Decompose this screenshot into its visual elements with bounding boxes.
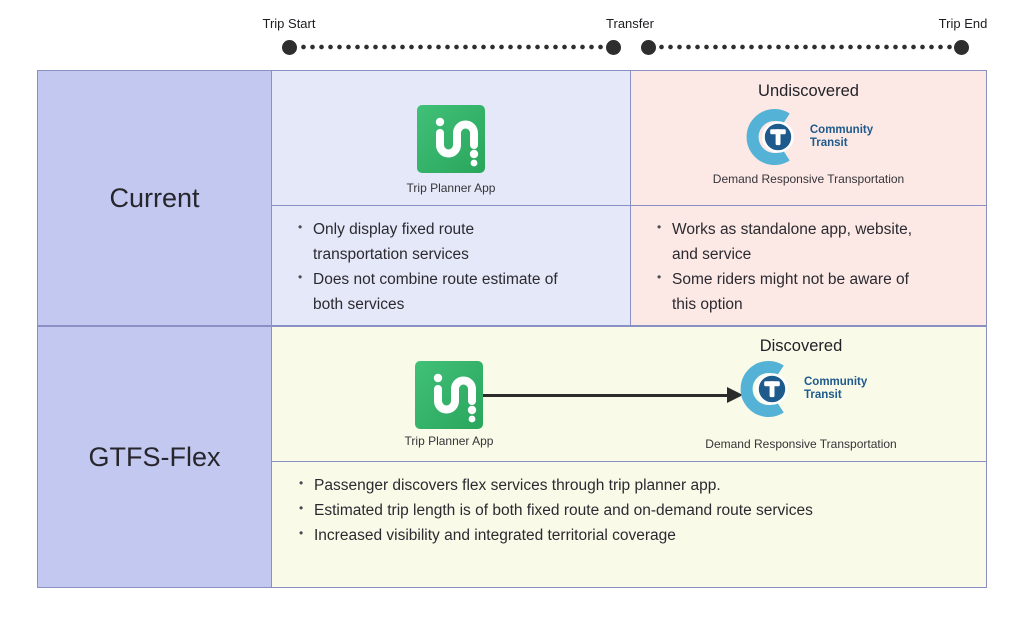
timeline-dotted-segment-1	[299, 43, 606, 51]
bullet-item: Estimated trip length is of both fixed r…	[297, 498, 978, 523]
row-header-gtfs-flex: GTFS-Flex	[38, 327, 272, 587]
cell-current-trip-planner-top: Trip Planner App	[272, 71, 630, 206]
community-transit-mark-icon	[740, 361, 788, 417]
timeline-label-trip-end: Trip End	[938, 16, 988, 31]
discovery-arrow-head-icon	[727, 387, 743, 403]
community-transit-wordmark: Community Transit	[804, 376, 868, 401]
timeline-dotted-segment-2	[657, 43, 955, 51]
trip-planner-app-caption: Trip Planner App	[404, 434, 494, 448]
transit-app-icon	[415, 361, 483, 429]
current-trip-planner-bullets: Only display fixed route transportation …	[272, 217, 630, 317]
timeline-dot-trip-end	[954, 39, 969, 55]
cell-current-demand-responsive: Undiscovered Community Transit Demand Re…	[631, 71, 986, 327]
row-header-current: Current	[38, 71, 272, 327]
bullet-item: Some riders might not be aware of this o…	[655, 267, 920, 317]
cell-current-demand-responsive-top: Undiscovered Community Transit Demand Re…	[631, 71, 986, 206]
discovered-heading: Discovered	[759, 337, 843, 355]
timeline-dot-transfer-depart	[641, 39, 656, 55]
undiscovered-heading: Undiscovered	[758, 82, 859, 100]
current-demand-responsive-bullets: Works as standalone app, website, and se…	[631, 217, 986, 317]
bullet-item: Increased visibility and integrated terr…	[297, 523, 978, 548]
community-transit-mark-icon	[746, 109, 794, 165]
comparison-table: Current Trip Planner App	[37, 70, 987, 588]
bullet-item: Passenger discovers flex services throug…	[297, 473, 978, 498]
cell-gtfs-flex: Discovered Trip Planner App	[272, 327, 986, 587]
timeline-dot-transfer-arrive	[606, 39, 621, 55]
timeline-label-transfer: Transfer	[606, 16, 654, 31]
timeline-label-trip-start: Trip Start	[262, 16, 316, 31]
gtfs-flex-bullets: Passenger discovers flex services throug…	[272, 473, 986, 548]
trip-planner-app-caption: Trip Planner App	[406, 181, 496, 195]
row-header-gtfs-flex-label: GTFS-Flex	[88, 441, 221, 472]
row-header-current-label: Current	[109, 182, 200, 213]
bullet-item: Works as standalone app, website, and se…	[655, 217, 920, 267]
community-transit-logo: Community Transit	[738, 359, 867, 419]
transit-app-icon	[417, 105, 485, 173]
cell-gtfs-flex-top: Discovered Trip Planner App	[272, 327, 986, 462]
demand-responsive-caption: Demand Responsive Transportation	[712, 172, 905, 186]
timeline-dot-trip-start	[282, 39, 297, 55]
community-transit-logo: Community Transit	[744, 107, 873, 167]
community-transit-wordmark: Community Transit	[809, 124, 874, 149]
discovery-arrow	[483, 393, 729, 397]
demand-responsive-caption: Demand Responsive Transportation	[705, 437, 897, 451]
cell-current-trip-planner: Trip Planner App Only display fixed rout…	[272, 71, 631, 327]
bullet-item: Only display fixed route transportation …	[296, 217, 561, 267]
bullet-item: Does not combine route estimate of both …	[296, 267, 561, 317]
